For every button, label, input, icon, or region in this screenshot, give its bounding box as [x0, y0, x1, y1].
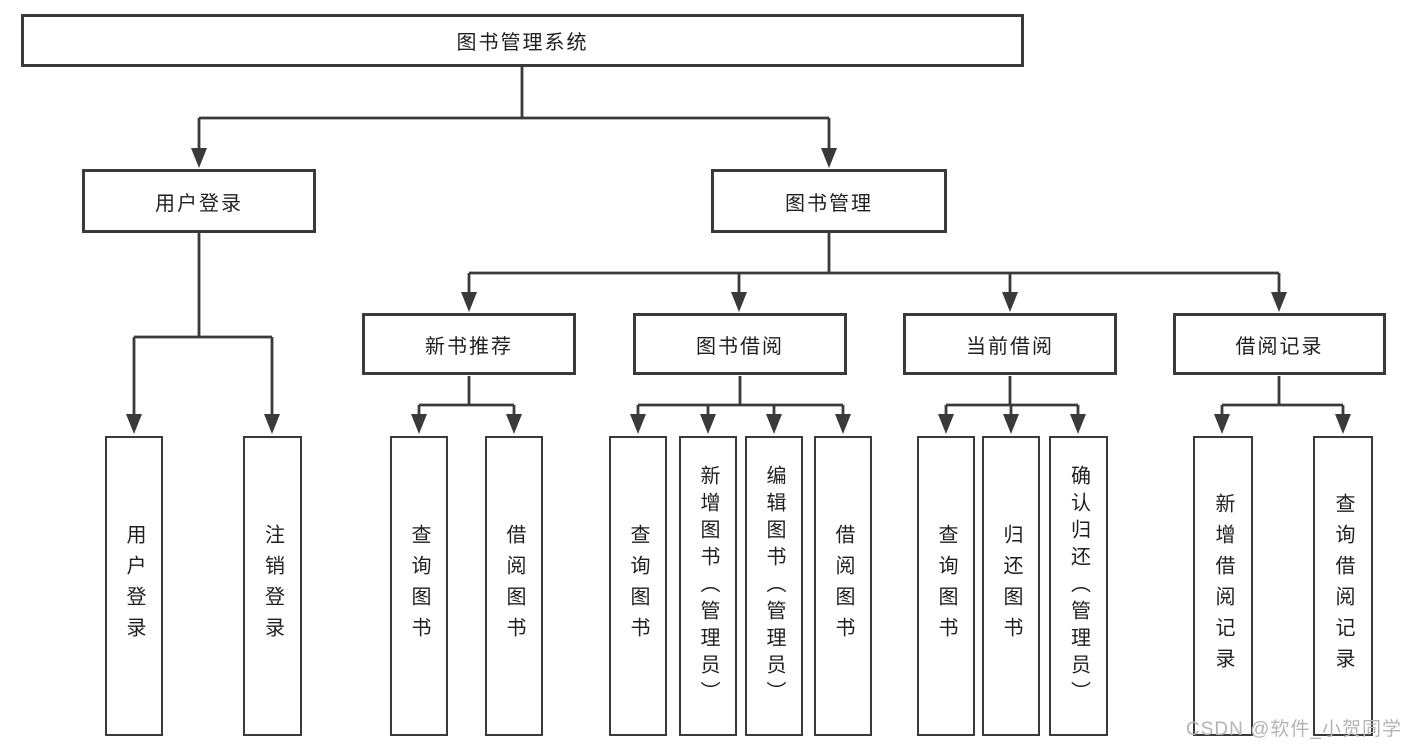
leaf-bb-edit-books-admin-label: 编辑图书（管理员）	[763, 464, 785, 708]
node-book-borrow-label: 图书借阅	[696, 335, 784, 358]
leaf-br-add-record-label: 新增借阅记录	[1212, 493, 1234, 679]
leaf-bb-edit-books-admin: 编辑图书（管理员）	[745, 436, 803, 736]
leaf-bb-add-books-admin: 新增图书（管理员）	[679, 436, 737, 736]
node-new-book-recommend-label: 新书推荐	[425, 335, 513, 358]
leaf-logout-label: 注销登录	[261, 524, 284, 648]
leaf-cb-query-books-label: 查询图书	[935, 524, 957, 648]
node-root-system: 图书管理系统	[21, 14, 1024, 67]
leaf-bb-borrow-books-label: 借阅图书	[832, 524, 854, 648]
leaf-nb-borrow-books-label: 借阅图书	[503, 524, 525, 648]
csdn-watermark: CSDN @软件_小贺同学	[1186, 719, 1402, 740]
node-new-book-recommend: 新书推荐	[362, 313, 576, 375]
connector-current-borrow-branch	[944, 376, 1080, 416]
node-user-login-label: 用户登录	[155, 192, 243, 215]
leaf-cb-return-books: 归还图书	[982, 436, 1040, 736]
leaf-cb-query-books: 查询图书	[917, 436, 975, 736]
connector-user-login-branch	[132, 233, 274, 416]
leaf-bb-borrow-books: 借阅图书	[814, 436, 872, 736]
leaf-cb-return-books-label: 归还图书	[1000, 524, 1022, 648]
leaf-user-login-label: 用户登录	[123, 524, 145, 648]
node-book-borrow: 图书借阅	[633, 313, 847, 375]
leaf-logout: 注销登录	[243, 436, 302, 736]
leaf-nb-query-books-label: 查询图书	[408, 524, 430, 648]
node-current-borrow-label: 当前借阅	[966, 335, 1054, 358]
leaf-user-login: 用户登录	[105, 436, 163, 736]
node-current-borrow: 当前借阅	[903, 313, 1117, 375]
connector-book-borrow-branch	[636, 376, 845, 416]
node-borrow-records-label: 借阅记录	[1235, 335, 1324, 358]
connector-borrow-record-branch	[1220, 376, 1345, 416]
node-book-management: 图书管理	[711, 169, 947, 233]
connector-book-management-branch	[467, 233, 1281, 294]
connector-root-to-level2	[197, 66, 831, 150]
leaf-bb-query-books-label: 查询图书	[627, 524, 649, 648]
leaf-bb-add-books-admin-label: 新增图书（管理员）	[697, 464, 719, 708]
node-root-system-label: 图书管理系统	[456, 32, 589, 54]
node-borrow-records: 借阅记录	[1173, 313, 1386, 375]
leaf-cb-confirm-return-admin-label: 确认归还（管理员）	[1067, 464, 1090, 708]
leaf-nb-query-books: 查询图书	[390, 436, 448, 736]
leaf-cb-confirm-return-admin: 确认归还（管理员）	[1049, 436, 1108, 736]
node-book-management-label: 图书管理	[785, 192, 873, 215]
leaf-br-query-record-label: 查询借阅记录	[1332, 493, 1354, 679]
connector-new-book-branch	[417, 376, 516, 416]
leaf-nb-borrow-books: 借阅图书	[485, 436, 543, 736]
leaf-br-add-record: 新增借阅记录	[1193, 436, 1253, 736]
leaf-bb-query-books: 查询图书	[609, 436, 667, 736]
leaf-br-query-record: 查询借阅记录	[1313, 436, 1373, 736]
node-user-login: 用户登录	[82, 169, 316, 233]
